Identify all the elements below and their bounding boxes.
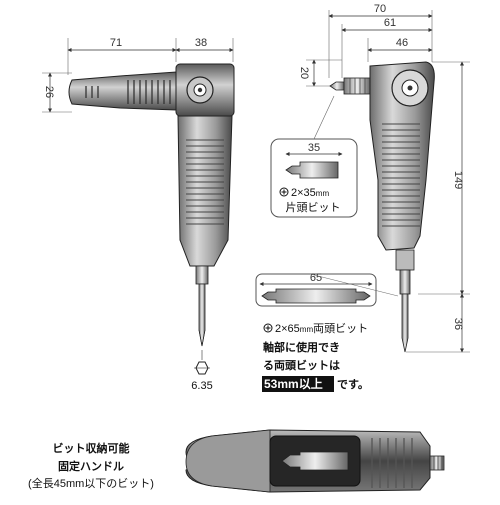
dim-label-36: 36 bbox=[452, 318, 464, 330]
side-grip-lines bbox=[382, 123, 420, 227]
dim-label-71: 71 bbox=[110, 37, 122, 49]
driver-bit bbox=[198, 283, 206, 347]
note-line-2: る両頭ビットは bbox=[263, 358, 340, 372]
side-body bbox=[369, 61, 435, 251]
short-bit-icon bbox=[285, 161, 339, 179]
bit-length-label: 35 bbox=[308, 142, 320, 154]
threaded-end bbox=[429, 455, 445, 471]
hex-size-label: 6.35 bbox=[191, 380, 212, 392]
right-tool-drawing: 70 61 46 20 149 36 bbox=[298, 3, 470, 353]
note-tail: です。 bbox=[337, 378, 369, 391]
knob-screw bbox=[197, 87, 203, 93]
storage-title-1: ビット収納可能 bbox=[53, 441, 130, 455]
chuck bbox=[195, 265, 209, 285]
storage-grip-lines bbox=[371, 438, 413, 488]
storage-subtitle: (全長45mm以下のビット) bbox=[28, 476, 154, 490]
long-bit-length: 65 bbox=[310, 272, 322, 284]
phillips-icon bbox=[279, 187, 289, 197]
phillips-icon bbox=[263, 323, 273, 333]
body-grip-lines bbox=[186, 139, 224, 225]
side-bit bbox=[329, 81, 345, 91]
storage-title-2: 固定ハンドル bbox=[58, 459, 124, 473]
note-highlight: 53mm以上 bbox=[264, 376, 323, 391]
chuck-knurl bbox=[349, 78, 366, 94]
short-bit-spec: 2×35mm bbox=[291, 187, 329, 199]
dim-label-70: 70 bbox=[374, 3, 386, 15]
dim-label-38: 38 bbox=[195, 37, 207, 49]
side-lower-chuck bbox=[399, 269, 411, 295]
dim-label-26: 26 bbox=[43, 86, 55, 98]
short-bit-type: 片頭ビット bbox=[286, 201, 341, 214]
dim-label-149: 149 bbox=[452, 171, 464, 189]
thread-lines bbox=[433, 456, 443, 470]
storage-section: ビット収納可能 固定ハンドル (全長45mm以下のビット) bbox=[28, 429, 445, 493]
long-bit-callout: 65 2×65mm両頭ビット 軸部に使用でき る両頭ビットは 53mm以上 です… bbox=[255, 272, 399, 392]
side-lower-bit bbox=[401, 293, 409, 353]
side-lower-collar bbox=[395, 249, 415, 271]
left-tool-drawing: 71 38 26 bbox=[42, 37, 235, 392]
double-bit-icon bbox=[261, 288, 371, 304]
handle-grip-lines bbox=[85, 80, 171, 104]
short-bit-callout: 35 2×35mm 片頭ビット bbox=[270, 95, 358, 218]
dim-label-61: 61 bbox=[384, 17, 396, 29]
folded-handle bbox=[68, 71, 177, 111]
note-highlight-bg bbox=[262, 376, 334, 392]
callout-pointer bbox=[313, 95, 335, 140]
note-line-1: 軸部に使用でき bbox=[263, 340, 340, 354]
side-knob-screw bbox=[407, 85, 413, 91]
bit-tip bbox=[198, 329, 206, 347]
main-body bbox=[177, 115, 233, 267]
dim-label-20: 20 bbox=[298, 67, 310, 79]
stored-bit bbox=[281, 451, 349, 471]
side-chuck bbox=[343, 77, 371, 95]
storage-handle-cap bbox=[185, 429, 271, 493]
long-bit-spec: 2×65mm両頭ビット bbox=[275, 322, 368, 335]
callout-pointer bbox=[309, 273, 399, 297]
dim-label-46: 46 bbox=[396, 37, 408, 49]
